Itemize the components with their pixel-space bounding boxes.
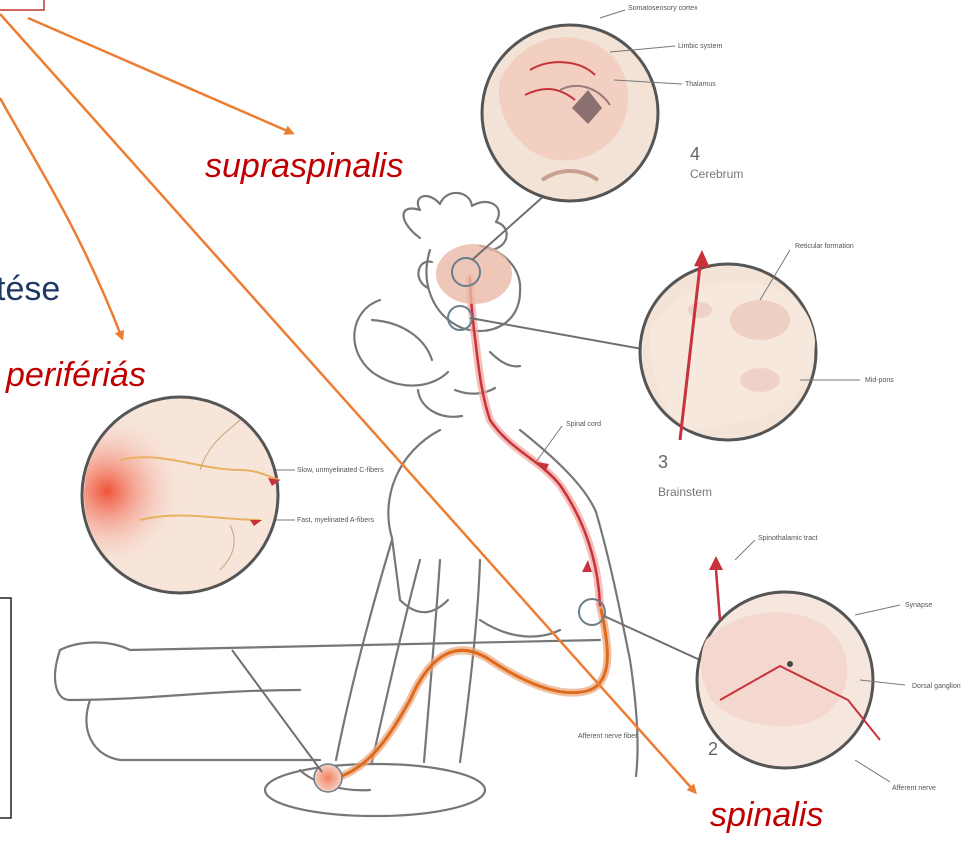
left-box-fragment: [0, 598, 11, 818]
cerebrum-name: Cerebrum: [690, 167, 743, 181]
brainstem-inset: Reticular formation Mid-pons 3 Brainstem: [640, 243, 894, 499]
label-supraspinalis: supraspinalis: [205, 147, 403, 186]
brainstem-callout-1: Reticular formation: [795, 243, 854, 250]
cerebrum-callout-3: Thalamus: [685, 81, 716, 88]
brainstem-number: 3: [658, 452, 668, 472]
brainstem-callout-2: Mid-pons: [865, 377, 894, 384]
spinal-cord-callout: Spinal cord: [566, 421, 601, 428]
afferent-nerve-fiber-callout: Afferent nerve fiber: [578, 733, 638, 740]
spinal-inset: Spinothalamic tract Synapse Dorsal gangl…: [697, 535, 961, 792]
brainstem-name: Brainstem: [658, 485, 712, 499]
brain-region: [436, 244, 512, 304]
peripheral-inset: Slow, unmyelinated C-fibers Fast, myelin…: [82, 397, 384, 593]
peripheral-callout-2: Fast, myelinated A-fibers: [297, 517, 375, 524]
arrow-to-supraspinalis: [28, 18, 292, 133]
spinal-callout-2: Synapse: [905, 602, 932, 609]
spinal-callout-1: Spinothalamic tract: [758, 535, 818, 542]
spinal-callout-3: Dorsal ganglion: [912, 683, 961, 690]
spinal-number: 2: [708, 739, 718, 759]
cerebrum-number: 4: [690, 144, 700, 164]
cerebrum-inset: 4 Cerebrum Somatosensory cortex Limbic s…: [482, 5, 743, 201]
top-left-box-fragment: [0, 0, 44, 10]
peripheral-callout-1: Slow, unmyelinated C-fibers: [297, 467, 384, 474]
spinal-callout-4: Afferent nerve: [892, 785, 936, 792]
label-periferias: perifériás: [6, 356, 146, 395]
cerebrum-callout-2: Limbic system: [678, 43, 723, 50]
partial-heading-text: tése: [0, 270, 60, 309]
label-spinalis: spinalis: [710, 796, 823, 835]
cerebrum-callout-1: Somatosensory cortex: [628, 5, 698, 12]
